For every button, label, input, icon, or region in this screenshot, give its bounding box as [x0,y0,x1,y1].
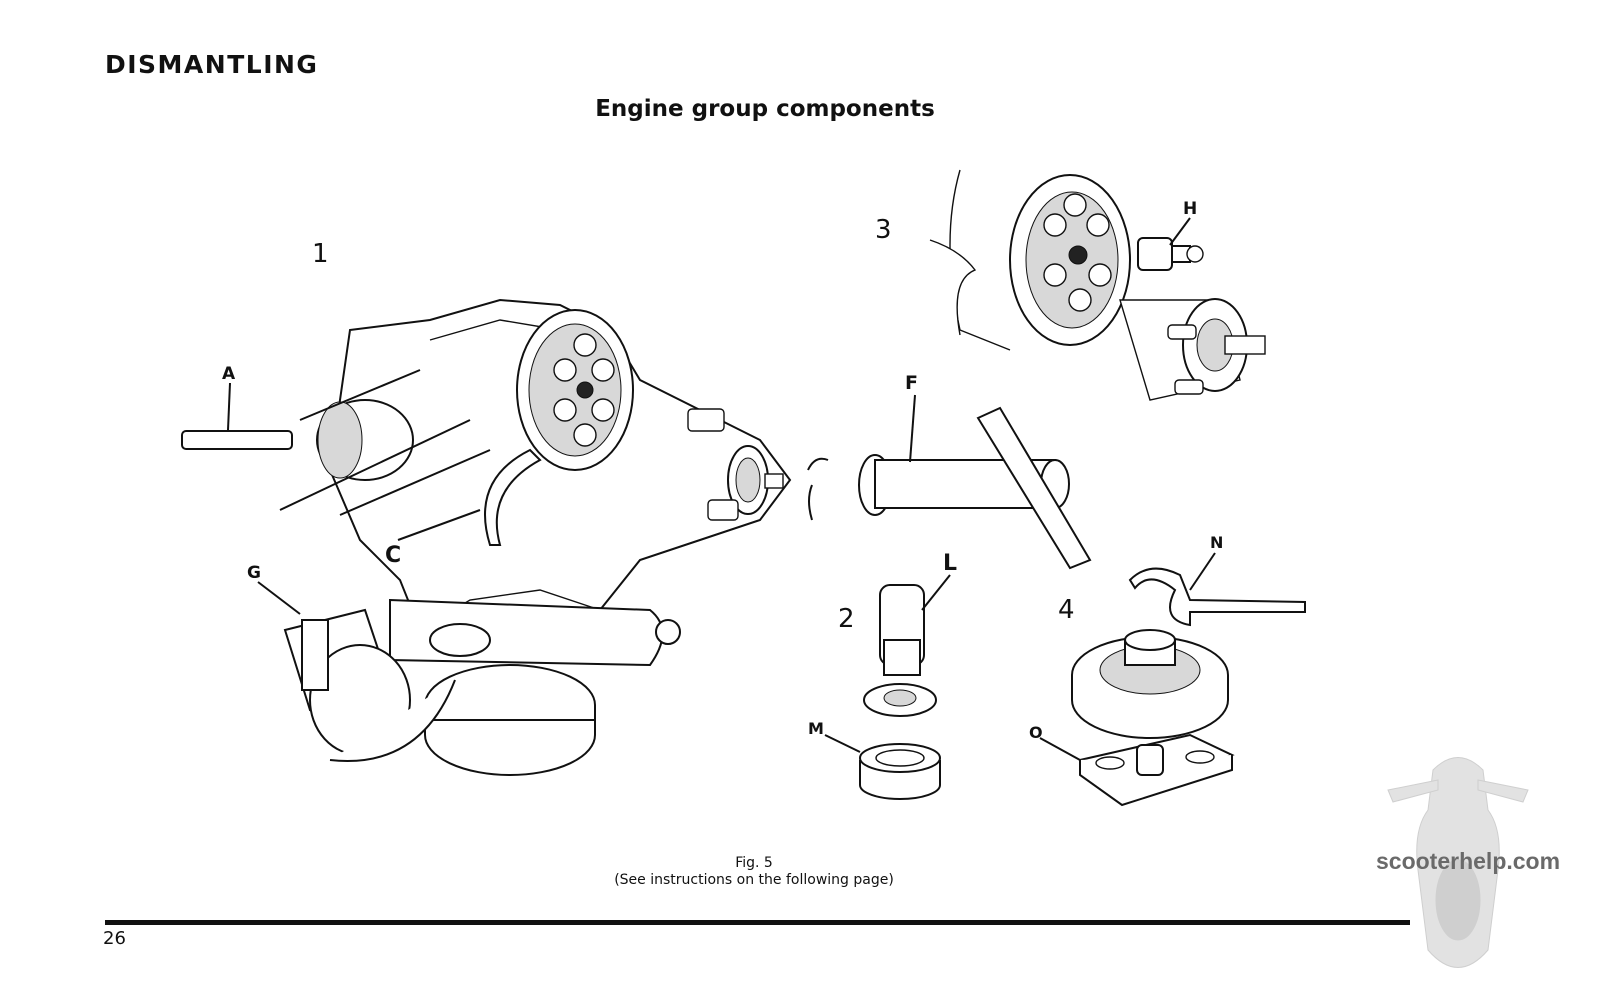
label-g: G [247,563,261,583]
t-wrench-drawing [807,406,1092,570]
tool-l-m-drawing [859,584,941,800]
group-number-1: 1 [312,239,329,269]
label-m: M [808,719,824,738]
label-h: H [1183,199,1197,219]
group-number-2: 2 [838,604,855,634]
label-c: C [385,543,401,568]
group-number-3: 3 [875,215,892,245]
scooter-watermark-icon [1387,757,1529,968]
figure-caption-title: Fig. 5 [735,855,773,871]
label-a: A [222,364,236,384]
page-heading: Engine group components [595,96,935,122]
label-n: N [1210,533,1223,552]
label-f: F [905,372,918,394]
section-title: DISMANTLING [105,50,319,79]
footer-rule [105,920,1410,925]
label-l: L [943,551,957,576]
clutch-housing-drawing [929,169,1266,401]
figure-caption-note: (See instructions on the following page) [614,872,894,888]
engine-assembly-drawing [181,298,792,776]
group-number-4: 4 [1058,595,1075,625]
label-o: O [1029,723,1043,742]
watermark-text: scooterhelp.com [1376,848,1561,874]
figure-caption: Fig. 5 (See instructions on the followin… [0,855,1508,889]
page-number: 26 [103,928,126,949]
clutch-pack-drawing [1071,567,1306,807]
